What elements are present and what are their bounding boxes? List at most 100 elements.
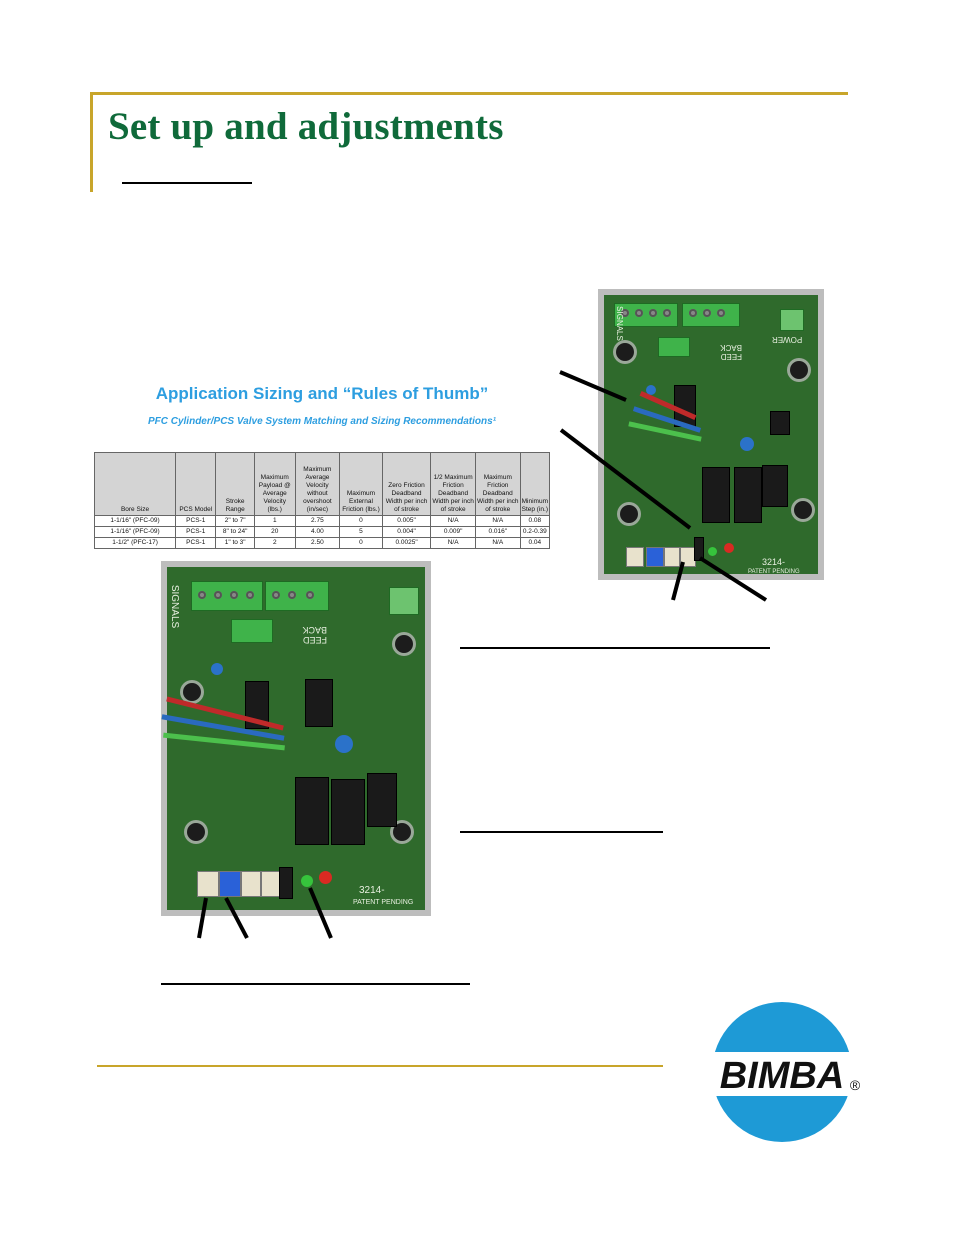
table-row: 1-1/2" (PFC-17) PCS-1 1" to 3" 2 2.50 0 … <box>93 537 551 549</box>
table-cell: 2.50 <box>294 537 341 549</box>
column-header: Maximum External Friction (lbs.) <box>339 452 383 516</box>
potentiometer <box>241 871 261 897</box>
table-cell: 1-1/16" (PFC-09) <box>93 515 177 527</box>
board-number: 3214- <box>762 557 786 567</box>
table-cell: 8" to 24" <box>215 526 255 538</box>
ic-chip <box>295 777 329 845</box>
column-header: Zero Friction Deadband Width per inch of… <box>381 452 432 516</box>
application-table-subtitle: PFC Cylinder/PCS Valve System Matching a… <box>147 416 497 427</box>
potentiometer <box>664 547 680 567</box>
table-cell: 1" to 3" <box>215 537 255 549</box>
column-header: Bore Size <box>93 452 177 516</box>
mounting-hole <box>620 505 638 523</box>
green-led <box>301 875 313 887</box>
potentiometer <box>646 547 664 567</box>
table-cell: N/A <box>430 515 476 527</box>
terminal-block <box>231 619 273 643</box>
column-header: Maximum Average Velocity without oversho… <box>294 452 341 516</box>
mounting-hole <box>187 823 205 841</box>
power-label: POWER <box>772 335 803 344</box>
capacitor <box>211 663 223 675</box>
logo-registered-mark: ® <box>850 1077 861 1093</box>
mounting-hole <box>393 823 411 841</box>
terminal-block <box>191 581 263 611</box>
ic-chip <box>305 679 333 727</box>
logo-text: BIMBA <box>720 1055 845 1097</box>
table-cell: 0 <box>339 537 383 549</box>
mounting-hole <box>616 343 634 361</box>
green-led <box>708 547 717 556</box>
table-cell: 0.08 <box>519 515 551 527</box>
table-cell: 1-1/2" (PFC-17) <box>93 537 177 549</box>
feed-back-label: FEED BACK <box>302 625 327 645</box>
blank-underline <box>161 983 470 985</box>
capacitor <box>646 385 656 395</box>
table-cell: PCS-1 <box>175 537 217 549</box>
potentiometer <box>261 871 281 897</box>
mounting-hole <box>395 635 413 653</box>
patent-pending-label: PATENT PENDING <box>353 899 414 906</box>
application-sizing-figure: Application Sizing and “Rules of Thumb” … <box>93 380 551 550</box>
application-table: Bore Size PCS Model Stroke Range Maximum… <box>93 452 551 549</box>
switch <box>694 537 704 561</box>
signals-label: SIGNALS <box>169 584 181 629</box>
ic-chip <box>367 773 397 827</box>
terminal-block <box>265 581 329 611</box>
table-cell: 5 <box>339 526 383 538</box>
table-cell: N/A <box>430 537 476 549</box>
red-led <box>724 543 734 553</box>
ic-chip <box>734 467 762 523</box>
circuit-board-photo-top: SIGNALS POWER FEED BACK 3214- PATENT PEN… <box>598 289 824 580</box>
table-cell: 4.00 <box>294 526 341 538</box>
table-cell: N/A <box>474 537 521 549</box>
table-cell: 0.004" <box>381 526 432 538</box>
feed-back-label: FEED BACK <box>720 343 742 361</box>
table-row: 1-1/16" (PFC-09) PCS-1 2" to 7" 1 2.75 0… <box>93 515 551 527</box>
potentiometer <box>626 547 644 567</box>
blank-underline <box>460 831 663 833</box>
table-cell: 0 <box>339 515 383 527</box>
header-rule <box>90 92 848 95</box>
table-cell: 0.2-0.39 <box>519 526 551 538</box>
mounting-hole <box>183 683 201 701</box>
ic-chip <box>702 467 730 523</box>
column-header: PCS Model <box>175 452 217 516</box>
column-header: Minimum Step (in.) <box>519 452 551 516</box>
terminal-block <box>614 303 678 327</box>
table-cell: 2" to 7" <box>215 515 255 527</box>
table-cell: 0.016" <box>474 526 521 538</box>
table-header-row: Bore Size PCS Model Stroke Range Maximum… <box>93 452 551 516</box>
footer-rule <box>97 1065 663 1067</box>
application-table-title: Application Sizing and “Rules of Thumb” <box>155 384 489 403</box>
ic-chip <box>770 411 790 435</box>
mounting-hole <box>794 501 812 519</box>
column-header: Maximum Payload @ Average Velocity (lbs.… <box>253 452 296 516</box>
capacitor <box>740 437 754 451</box>
table-row: 1-1/16" (PFC-09) PCS-1 8" to 24" 20 4.00… <box>93 526 551 538</box>
patent-pending-label: PATENT PENDING <box>748 569 800 575</box>
logo-band <box>710 1052 864 1096</box>
table-cell: 1 <box>253 515 296 527</box>
table-cell: 0.0025" <box>381 537 432 549</box>
switch <box>279 867 293 899</box>
table-cell: PCS-1 <box>175 526 217 538</box>
column-header: 1/2 Maximum Friction Deadband Width per … <box>430 452 476 516</box>
bimba-logo: BIMBA ® <box>710 1002 864 1142</box>
table-cell: PCS-1 <box>175 515 217 527</box>
table-cell: 0.009" <box>430 526 476 538</box>
capacitor <box>335 735 353 753</box>
mounting-hole <box>790 361 808 379</box>
blank-underline <box>460 647 770 649</box>
table-cell: 1-1/16" (PFC-09) <box>93 526 177 538</box>
table-cell: 20 <box>253 526 296 538</box>
terminal-block <box>658 337 690 357</box>
header-rule-left <box>90 92 93 192</box>
red-led <box>319 871 332 884</box>
table-cell: N/A <box>474 515 521 527</box>
table-cell: 2 <box>253 537 296 549</box>
potentiometer <box>197 871 219 897</box>
potentiometer <box>219 871 241 897</box>
table-cell: 0.04 <box>519 537 551 549</box>
title-underline <box>122 182 252 184</box>
column-header: Stroke Range <box>215 452 255 516</box>
